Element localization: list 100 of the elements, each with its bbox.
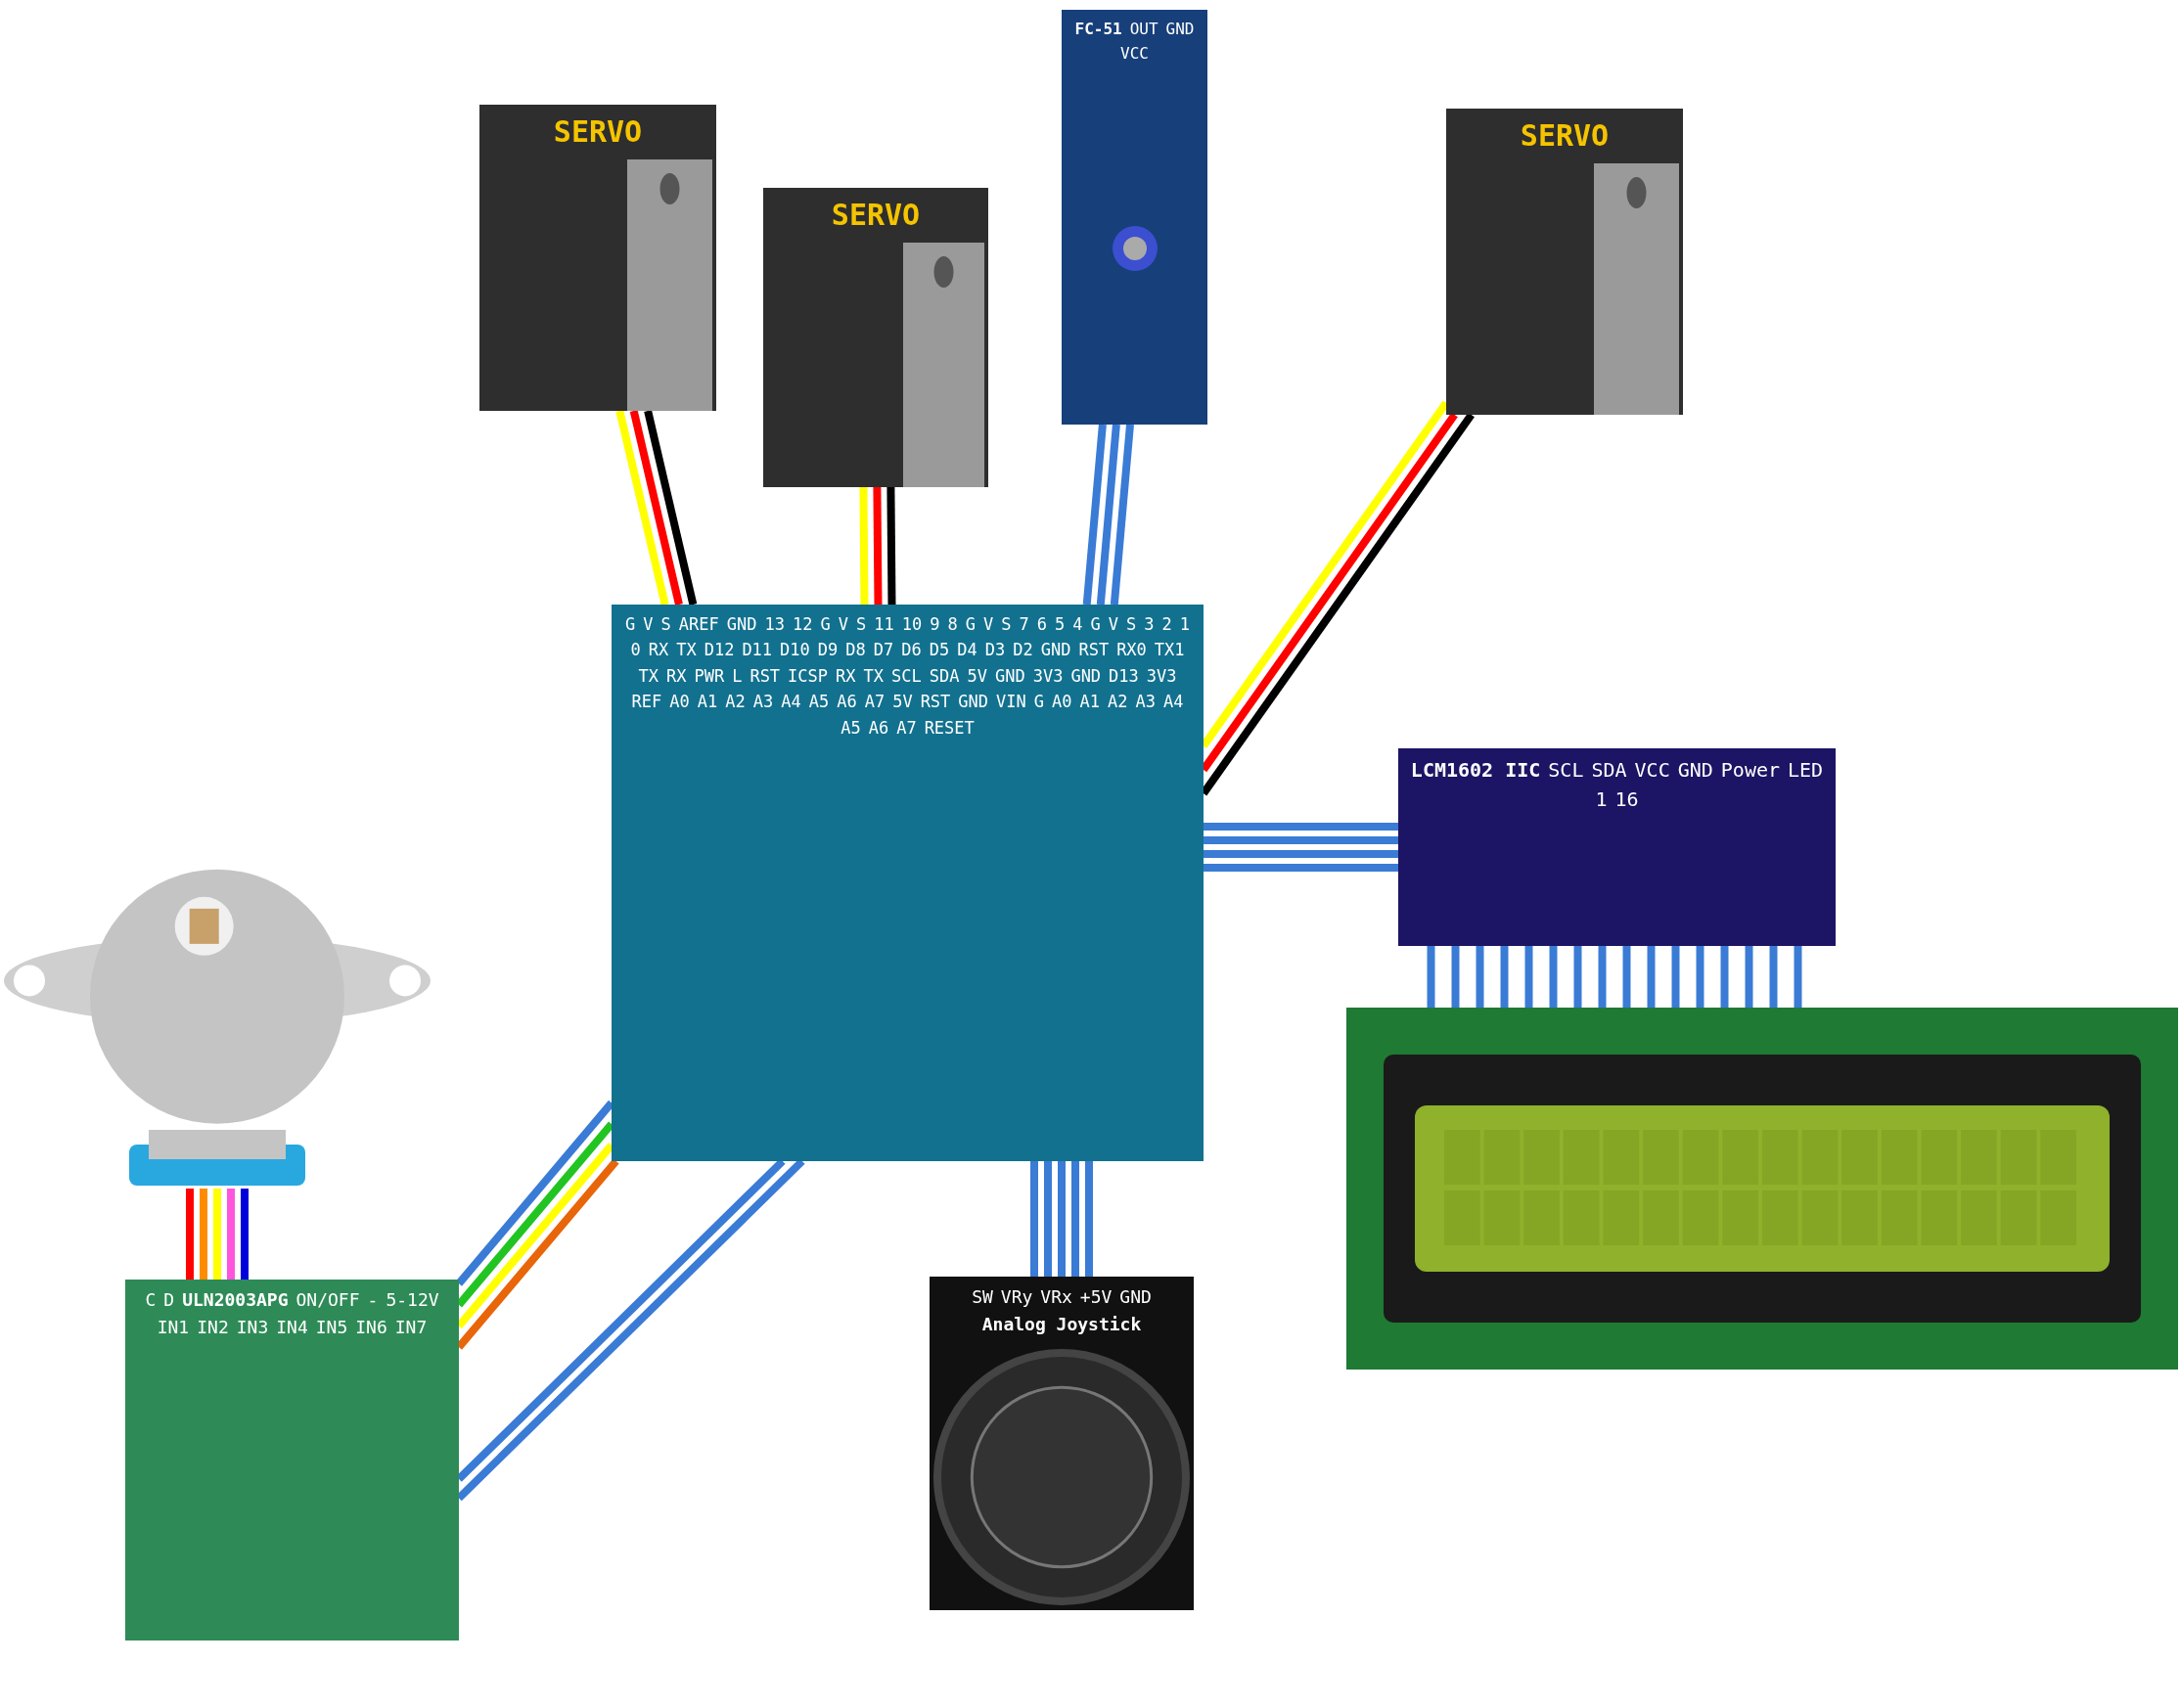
wire	[1451, 946, 1460, 1008]
pin-label: A6	[868, 717, 889, 738]
wire	[1082, 424, 1107, 606]
pin-label: 5-12V	[386, 1289, 439, 1311]
sensor-shield-board	[612, 605, 1204, 1161]
pin-label: VCC	[1634, 758, 1670, 782]
pin-label: IN5	[315, 1316, 348, 1338]
wire	[859, 486, 869, 606]
pin-label: G	[625, 614, 636, 635]
wire	[873, 486, 883, 606]
pin-label: 4	[1072, 614, 1083, 635]
pin-label: A2	[725, 692, 746, 712]
pin-label: S	[855, 614, 867, 635]
wire	[1647, 946, 1656, 1008]
pin-label: A3	[752, 692, 774, 712]
pin-label: D4	[957, 640, 977, 660]
pin-label: S	[660, 614, 671, 635]
pin-label: A5	[808, 692, 830, 712]
wire	[1794, 946, 1802, 1008]
wire	[886, 486, 896, 606]
pin-label: S	[1001, 614, 1012, 635]
pin-label: VIN	[996, 692, 1026, 712]
pin-label: TX	[863, 665, 885, 687]
pin-label: ON/OFF	[295, 1289, 360, 1311]
pin-label: A0	[1052, 692, 1072, 712]
pin-label: V	[838, 614, 848, 635]
pin-label: D7	[873, 640, 894, 660]
servo-motor	[479, 105, 716, 411]
wire	[1058, 1161, 1066, 1277]
servo-label: SERVO	[1520, 118, 1610, 154]
wire	[1085, 1161, 1093, 1277]
wire	[1096, 424, 1120, 606]
pin-label: SW	[972, 1286, 993, 1308]
pin-label: 16	[1614, 787, 1639, 811]
pin-label: 3V3	[1032, 665, 1064, 687]
wire	[615, 410, 669, 606]
pin-label: A1	[697, 692, 718, 712]
pin-label: 5V	[892, 692, 913, 712]
module-label: Analog Joystick	[981, 1313, 1142, 1335]
pin-label: GND	[1070, 665, 1102, 687]
pin-label: RX	[665, 665, 687, 687]
pin-label: RESET	[924, 717, 975, 738]
pin-label: D3	[984, 640, 1006, 660]
wire	[1524, 946, 1533, 1008]
pin-label: IN7	[394, 1316, 428, 1338]
pin-label: RST	[750, 665, 781, 687]
pin-label: G	[1090, 614, 1101, 635]
pin-label: GND	[958, 692, 989, 712]
pin-label: SDA	[1591, 758, 1627, 782]
wire	[1598, 946, 1607, 1008]
pin-label: D5	[929, 640, 950, 660]
pin-label: +5V	[1079, 1286, 1113, 1308]
pin-label: RX0	[1116, 640, 1147, 660]
wire	[1671, 946, 1680, 1008]
wire	[1204, 850, 1398, 858]
pin-label: 10	[901, 614, 923, 635]
wire	[1622, 946, 1631, 1008]
pin-label: AREF	[678, 614, 719, 635]
wire	[1549, 946, 1558, 1008]
pin-label: L	[732, 665, 743, 687]
chip-label: ULN2003APG	[182, 1289, 289, 1311]
servo-motor	[763, 188, 988, 487]
servo-label: SERVO	[553, 114, 643, 150]
wire	[644, 410, 698, 606]
pin-label: A4	[781, 692, 801, 712]
pin-label: 12	[792, 614, 813, 635]
pin-label: 1	[1179, 614, 1190, 635]
wire	[1696, 946, 1704, 1008]
pin-label: REF	[631, 692, 662, 712]
wire	[1204, 836, 1398, 844]
pin-label: D	[163, 1289, 175, 1311]
pin-label: D10	[780, 640, 810, 660]
pin-label: ICSP	[788, 665, 829, 687]
pin-label: A7	[864, 692, 886, 712]
pin-label: D8	[845, 640, 866, 660]
pin-label: OUT	[1129, 20, 1159, 39]
model-label: FC-51	[1074, 20, 1122, 39]
pin-label: GND	[726, 614, 757, 635]
pin-label: A5	[841, 717, 861, 738]
pin-label: Power	[1720, 758, 1780, 782]
pin-label: D6	[901, 640, 922, 660]
pin-label: 7	[1019, 614, 1029, 635]
pin-label: A0	[669, 692, 690, 712]
pin-label: A1	[1079, 692, 1100, 712]
pin-label: 3	[1144, 614, 1155, 635]
servo-motor	[1446, 109, 1683, 415]
wire	[629, 410, 683, 606]
wire	[1071, 1161, 1079, 1277]
pin-label: LED	[1788, 758, 1824, 782]
pin-label: 9	[930, 614, 940, 635]
pin-label: G	[820, 614, 831, 635]
pin-label: -	[367, 1289, 379, 1311]
wire	[1030, 1161, 1038, 1277]
wire	[1720, 946, 1729, 1008]
lcd-display-drawing	[1346, 1008, 2178, 1370]
pin-label: C	[145, 1289, 157, 1311]
pin-label: G	[1033, 692, 1045, 712]
pin-label: IN1	[157, 1316, 190, 1338]
pin-label: S	[1125, 614, 1137, 635]
wire	[1427, 946, 1435, 1008]
